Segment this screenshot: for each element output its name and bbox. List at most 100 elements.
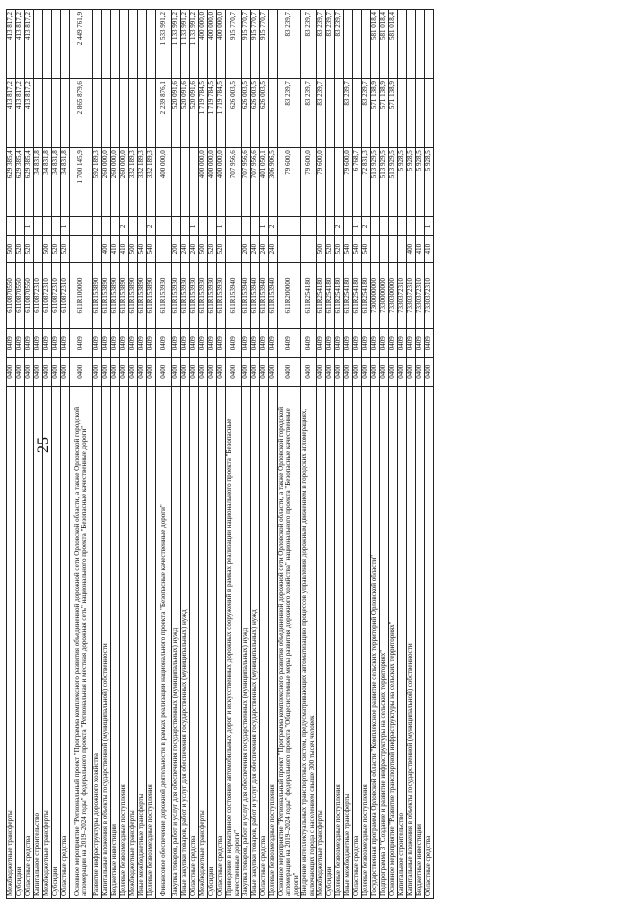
source-code-cell [397,216,407,236]
table-row: Иные закупки товаров, работ и услуг для … [180,9,190,899]
section-code-cell: 0400 [6,357,16,387]
row-name-cell: Областные средства [352,386,362,899]
expense-type-cell: 240 [259,235,269,263]
row-name-cell: Капитальное строительство [33,386,43,899]
section-code-cell: 0400 [198,357,208,387]
row-name-cell: Субсидии [15,386,25,899]
amount-year2-cell [352,78,362,148]
amount-year3-cell: 581 018,4 [370,9,380,79]
target-article-cell: 6110872310 [60,262,70,329]
subsection-code-cell: 0409 [415,328,425,358]
source-code-cell [171,216,181,236]
source-code-cell [225,216,242,236]
amount-year3-cell [42,9,52,79]
amount-year1-cell: 34 831,8 [42,147,52,217]
source-code-cell [300,216,317,236]
amount-year2-cell [128,78,138,148]
table-row: Капитальные вложения в объекты государст… [406,9,416,899]
target-article-cell: 611R153890 [101,262,111,329]
subsection-code-cell: 0409 [155,328,172,358]
amount-year2-cell: 2 239 876,1 [155,78,172,148]
subsection-code-cell: 0409 [334,328,344,358]
subsection-code-cell: 0409 [343,328,353,358]
section-code-cell: 0400 [155,357,172,387]
amount-year3-cell: 915 770,7 [225,9,242,79]
row-name-cell: Межбюджетные трансферты [6,386,16,899]
amount-year1-cell: 513 929,5 [379,147,389,217]
amount-year1-cell: 79 600,0 [300,147,317,217]
amount-year2-cell: 626 003,5 [241,78,251,148]
amount-year1-cell: 332 189,3 [128,147,138,217]
subsection-code-cell: 0409 [325,328,335,358]
row-name-cell: Основное мероприятие "Региональный проек… [69,386,93,899]
source-code-cell [92,216,102,236]
target-article-cell: 611R153890 [137,262,147,329]
table-row: Подпрограмма 3 "Создание и развитие инфр… [379,9,389,899]
section-code-cell: 0400 [379,357,389,387]
subsection-code-cell: 0409 [370,328,380,358]
target-article-cell: 611R153930 [171,262,181,329]
amount-year2-cell: 626 003,5 [225,78,242,148]
amount-year2-cell: 1 719 784,5 [207,78,217,148]
section-code-cell: 0400 [110,357,120,387]
amount-year3-cell: 83 239,7 [277,9,301,79]
amount-year2-cell [268,78,278,148]
amount-year3-cell [415,9,425,79]
target-article-cell: 611R153940 [268,262,278,329]
amount-year3-cell: 83 239,7 [334,9,344,79]
section-code-cell: 0400 [352,357,362,387]
source-code-cell [180,216,190,236]
amount-year3-cell [406,9,416,79]
expense-type-cell [92,235,102,263]
amount-year3-cell [268,9,278,79]
amount-year3-cell [110,9,120,79]
target-article-cell: 611R153930 [189,262,199,329]
expense-type-cell: 240 [250,235,260,263]
amount-year1-cell [334,147,344,217]
row-name-cell: Иные межбюджетные трансферты [343,386,353,899]
amount-year1-cell: 34 831,8 [60,147,70,217]
section-code-cell: 0400 [361,357,371,387]
amount-year1-cell: 513 929,5 [370,147,380,217]
subsection-code-cell: 0409 [424,328,434,358]
source-code-cell: 1 [189,216,199,236]
amount-year1-cell: 5 928,5 [406,147,416,217]
target-article-cell: 611R153890 [92,262,102,329]
source-code-cell [316,216,326,236]
row-name-cell: Целевые безвозмездные поступления [146,386,156,899]
row-name-cell: Субсидии [207,386,217,899]
amount-year1-cell: 260 000,0 [110,147,120,217]
section-code-cell: 0400 [24,357,34,387]
expense-type-cell: 500 [42,235,52,263]
target-article-cell: 611R254180 [343,262,353,329]
subsection-code-cell: 0409 [268,328,278,358]
subsection-code-cell: 0409 [388,328,398,358]
amount-year2-cell: 83 239,7 [343,78,353,148]
subsection-code-cell: 0409 [352,328,362,358]
source-code-cell: 2 [146,216,156,236]
amount-year3-cell [51,9,61,79]
subsection-code-cell: 0409 [51,328,61,358]
target-article-cell: 611R153890 [146,262,156,329]
source-code-cell [370,216,380,236]
amount-year2-cell: 83 239,7 [277,78,301,148]
section-code-cell: 0400 [277,357,301,387]
source-code-cell [101,216,111,236]
expense-type-cell: 410 [424,235,434,263]
row-name-cell: Государственная программа Орловской обла… [370,386,380,899]
section-code-cell: 0400 [300,357,317,387]
section-code-cell: 0400 [15,357,25,387]
table-row: Внедрение интеллектуальных транспортных … [300,9,317,899]
amount-year3-cell [119,9,129,79]
